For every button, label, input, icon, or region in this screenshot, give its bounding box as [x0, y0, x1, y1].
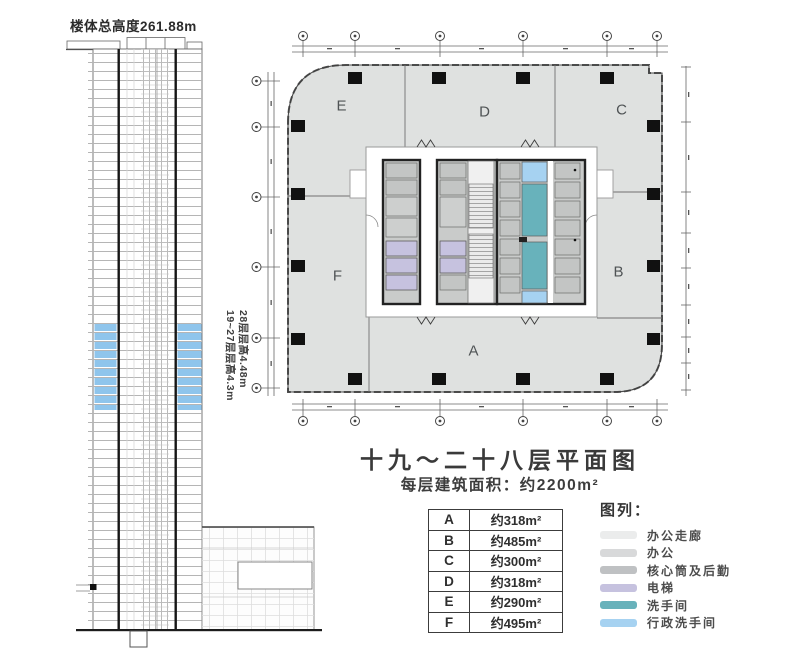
podium-section [201, 526, 315, 631]
legend-label: 洗手间 [647, 598, 690, 613]
legend-item-executive-restroom: 行政洗手间 [600, 616, 780, 630]
floor-plan [251, 31, 691, 426]
legend-label: 核心筒及后勤 [647, 563, 732, 578]
legend-item-restroom: 洗手间 [600, 598, 780, 613]
restroom-cell [521, 183, 548, 237]
executive-restroom-cell [521, 161, 548, 183]
total-height-label: 楼体总高度261.88m [70, 19, 197, 34]
elevation-highlight-right [177, 322, 202, 410]
restroom-strip [521, 161, 548, 304]
executive-restroom-cell [521, 290, 548, 304]
zone-label-f: F [332, 267, 344, 285]
zone-cell: F [428, 611, 470, 633]
legend-item-elevator: 电梯 [600, 581, 780, 595]
zone-cell: E [428, 591, 470, 613]
zone-cell: D [428, 570, 470, 592]
zone-cell: A [428, 509, 470, 531]
legend-item-core: 核心筒及后勤 [600, 563, 780, 578]
elevation-highlight-left [94, 322, 117, 410]
legend-swatch [600, 531, 637, 539]
floor-height-label: 28层层高4.48m 19~27层层高4.3m [224, 310, 250, 401]
stair-shaft [467, 160, 495, 304]
legend-title: 图列： [600, 502, 652, 519]
elevator-cells [385, 240, 418, 291]
structural-columns [291, 72, 660, 385]
zone-area-table: A 约318m² B 约485m² C 约300m² D 约318m² E 约2… [428, 509, 563, 633]
legend-label: 办公 [647, 546, 676, 560]
building-elevation [66, 37, 322, 648]
restroom-cell [521, 241, 548, 290]
dimension-lines [261, 41, 691, 416]
legend-swatch [600, 566, 637, 574]
legend-swatch [600, 548, 637, 557]
legend-swatch [600, 583, 637, 592]
area-cell: 约485m² [469, 529, 563, 551]
door-symbols [416, 139, 540, 325]
zone-cell: C [428, 550, 470, 572]
legend-label: 电梯 [647, 581, 676, 595]
legend-label: 行政洗手间 [647, 616, 718, 630]
floor-height-line2: 19~27层层高4.3m [224, 310, 237, 401]
legend-item-office: 办公 [600, 546, 780, 560]
zone-label-e: E [336, 97, 348, 115]
zone-label-d: D [479, 103, 491, 121]
table-row: B 约485m² [428, 529, 563, 551]
legend-label: 办公走廊 [647, 528, 704, 543]
legend-swatch [600, 601, 637, 609]
table-row: F 约495m² [428, 611, 563, 633]
zone-cell: B [428, 529, 470, 551]
table-row: D 约318m² [428, 570, 563, 592]
area-cell: 约318m² [469, 570, 563, 592]
legend-swatch [600, 618, 637, 627]
legend-item-office-corridor: 办公走廊 [600, 528, 780, 543]
table-row: C 约300m² [428, 550, 563, 572]
grid-bubbles [251, 31, 662, 426]
zone-label-c: C [616, 101, 628, 119]
dimension-figures [270, 48, 690, 408]
area-cell: 约495m² [469, 611, 563, 633]
legend: 图列： 办公走廊 办公 核心筒及后勤 电梯 洗手间 行政洗手间 [600, 499, 780, 634]
table-row: E 约290m² [428, 591, 563, 613]
table-row: A 约318m² [428, 509, 563, 531]
area-cell: 约318m² [469, 509, 563, 531]
page-subtitle: 每层建筑面积：约2200m² [400, 477, 600, 494]
area-cell: 约300m² [469, 550, 563, 572]
zone-label-b: B [613, 263, 625, 281]
zone-label-a: A [468, 342, 480, 360]
page-title: 十九～二十八层平面图 [360, 447, 640, 473]
floor-height-line1: 28层层高4.48m [237, 310, 249, 388]
area-cell: 约290m² [469, 591, 563, 613]
ground-line [76, 629, 322, 632]
core-block [381, 158, 587, 306]
